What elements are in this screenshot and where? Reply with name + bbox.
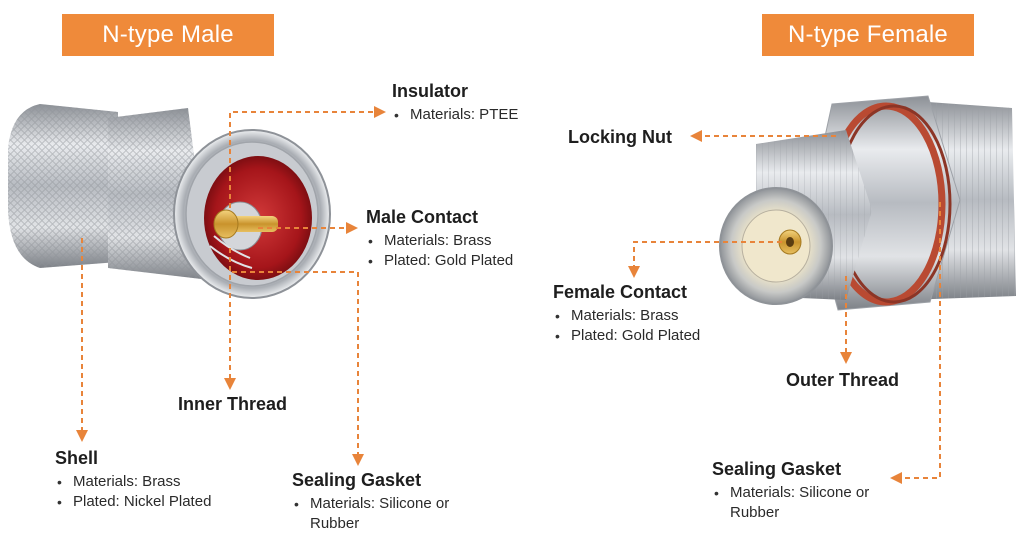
male-connector-image (8, 104, 331, 299)
female-contact-label: Female Contact Materials: Brass Plated: … (553, 281, 700, 346)
female-sealing-gasket-material-cont: Rubber (730, 504, 780, 521)
male-sealing-gasket-label: Sealing Gasket Materials: Silicone or Ru… (292, 469, 449, 534)
female-contact-title: Female Contact (553, 282, 688, 302)
inner-thread-label: Inner Thread (178, 393, 287, 415)
insulator-details: Materials: PTEE (392, 105, 518, 125)
male-contact-material: Materials: Brass (366, 231, 513, 251)
male-sealing-gasket-material: Materials: Silicone or (292, 494, 449, 514)
female-sealing-gasket-title: Sealing Gasket (712, 459, 842, 479)
shell-material: Materials: Brass (55, 472, 211, 492)
male-contact-label: Male Contact Materials: Brass Plated: Go… (366, 206, 513, 271)
male-contact-plating: Plated: Gold Plated (366, 251, 513, 271)
leader-lines (81, 111, 941, 479)
insulator-material: Materials: PTEE (392, 105, 518, 125)
shell-label: Shell Materials: Brass Plated: Nickel Pl… (55, 447, 211, 512)
outer-thread-title: Outer Thread (786, 370, 900, 390)
male-sealing-gasket-details: Materials: Silicone or Rubber (292, 494, 449, 534)
insulator-title: Insulator (392, 81, 469, 101)
shell-title: Shell (55, 448, 99, 468)
female-contact-details: Materials: Brass Plated: Gold Plated (553, 306, 700, 346)
locking-nut-label: Locking Nut (568, 126, 672, 148)
male-sealing-gasket-material-cont: Rubber (310, 515, 360, 532)
female-title-badge: N-type Female (762, 14, 974, 56)
leader-arrowheads (76, 106, 902, 484)
male-contact-title: Male Contact (366, 207, 479, 227)
insulator-label: Insulator Materials: PTEE (392, 80, 518, 125)
female-sealing-gasket-details: Materials: Silicone or Rubber (712, 483, 869, 523)
male-title-badge: N-type Male (62, 14, 274, 56)
female-contact-material: Materials: Brass (553, 306, 700, 326)
inner-thread-title: Inner Thread (178, 394, 288, 414)
female-sealing-gasket-label: Sealing Gasket Materials: Silicone or Ru… (712, 458, 869, 523)
male-contact-details: Materials: Brass Plated: Gold Plated (366, 231, 513, 271)
locking-nut-title: Locking Nut (568, 127, 672, 147)
female-contact-plating: Plated: Gold Plated (553, 326, 700, 346)
shell-plating: Plated: Nickel Plated (55, 492, 211, 512)
shell-details: Materials: Brass Plated: Nickel Plated (55, 472, 211, 512)
female-connector-image (719, 95, 1016, 311)
male-sealing-gasket-title: Sealing Gasket (292, 470, 422, 490)
outer-thread-label: Outer Thread (786, 369, 899, 391)
female-sealing-gasket-material: Materials: Silicone or (712, 483, 869, 503)
